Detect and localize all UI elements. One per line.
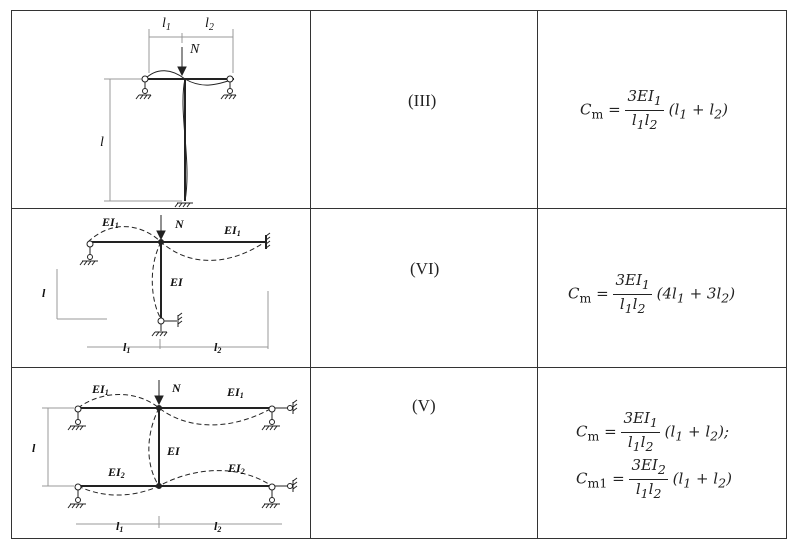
label-ei: EI bbox=[169, 275, 184, 289]
label-l: l bbox=[32, 441, 36, 455]
label-l2: l2 bbox=[205, 16, 214, 33]
frame-diagram-iii: l1 l2 N l bbox=[100, 16, 237, 208]
label-n: N bbox=[174, 217, 185, 231]
frame-diagram-vi: EI1 N EI1 EI l l1 l2 bbox=[42, 215, 271, 355]
scheme-label-iii: (III) bbox=[408, 91, 437, 110]
label-n: N bbox=[189, 42, 200, 57]
diagram-cell-v: EI1 N EI1 EI EI2 EI2 l l1 l2 bbox=[12, 368, 310, 538]
column-divider bbox=[310, 11, 311, 538]
frame-diagram-v: EI1 N EI1 EI EI2 EI2 l l1 l2 bbox=[32, 380, 298, 534]
label-l1: l1 bbox=[123, 340, 130, 355]
diagram-cell-iii: l1 l2 N l bbox=[12, 11, 310, 208]
label-ei1-right: EI1 bbox=[226, 385, 244, 400]
label-ei1-left: EI1 bbox=[91, 382, 109, 397]
label-l: l bbox=[42, 286, 46, 300]
label-l1: l1 bbox=[162, 16, 171, 33]
label-ei: EI bbox=[166, 444, 181, 458]
label-l1: l1 bbox=[116, 519, 123, 534]
label-ei2-left: EI2 bbox=[107, 465, 125, 480]
label-ei2-right: EI2 bbox=[227, 461, 245, 476]
column-divider bbox=[537, 11, 538, 538]
row-divider bbox=[12, 367, 786, 368]
label-ei1-right: EI1 bbox=[223, 223, 241, 238]
label-ei1-left: EI1 bbox=[101, 215, 119, 230]
label-l: l bbox=[100, 135, 104, 150]
row-divider bbox=[12, 208, 786, 209]
label-l2: l2 bbox=[214, 340, 221, 355]
scheme-label-vi: (VI) bbox=[410, 259, 440, 278]
label-n: N bbox=[171, 381, 182, 395]
scheme-label-v: (V) bbox=[412, 396, 436, 415]
label-l2: l2 bbox=[214, 519, 221, 534]
diagram-cell-vi: EI1 N EI1 EI l l1 l2 bbox=[12, 209, 310, 367]
